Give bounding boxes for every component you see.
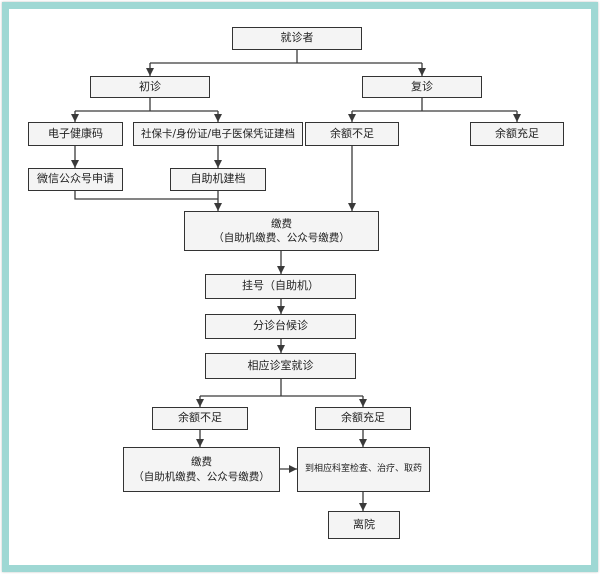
node-kiosk-registration: 自助机建档 xyxy=(170,168,266,191)
node-balance-ok-bottom: 余额充足 xyxy=(315,407,411,430)
payment-top-title: 缴费 xyxy=(271,217,292,230)
node-exam-treatment: 到相应科室检查、治疗、取药 xyxy=(297,447,430,492)
node-return-visit: 复诊 xyxy=(362,76,482,98)
payment-bottom-methods: （自助机缴费、公众号缴费） xyxy=(133,470,270,483)
payment-bottom-title: 缴费 xyxy=(191,456,212,469)
node-consult-room: 相应诊室就诊 xyxy=(205,353,356,379)
node-wechat-apply: 微信公众号申请 xyxy=(28,168,123,191)
node-balance-low-top: 余额不足 xyxy=(305,122,399,146)
node-triage-wait: 分诊台候诊 xyxy=(205,314,356,339)
node-discharge: 离院 xyxy=(328,511,400,539)
node-payment-bottom: 缴费 （自助机缴费、公众号缴费） xyxy=(123,447,280,492)
node-health-code: 电子健康码 xyxy=(28,122,123,146)
node-balance-low-bottom: 余额不足 xyxy=(152,407,248,430)
connector-wechat-merge xyxy=(74,191,218,200)
payment-top-methods: （自助机缴费、公众号缴费） xyxy=(213,232,350,244)
node-first-visit: 初诊 xyxy=(90,76,210,98)
node-payment-top: 缴费 （自助机缴费、公众号缴费） xyxy=(184,211,379,251)
node-balance-ok-top: 余额充足 xyxy=(470,122,564,146)
node-id-registration: 社保卡/身份证/电子医保凭证建档 xyxy=(133,122,303,146)
node-register: 挂号（自助机） xyxy=(205,274,356,299)
node-patient: 就诊者 xyxy=(232,27,362,50)
